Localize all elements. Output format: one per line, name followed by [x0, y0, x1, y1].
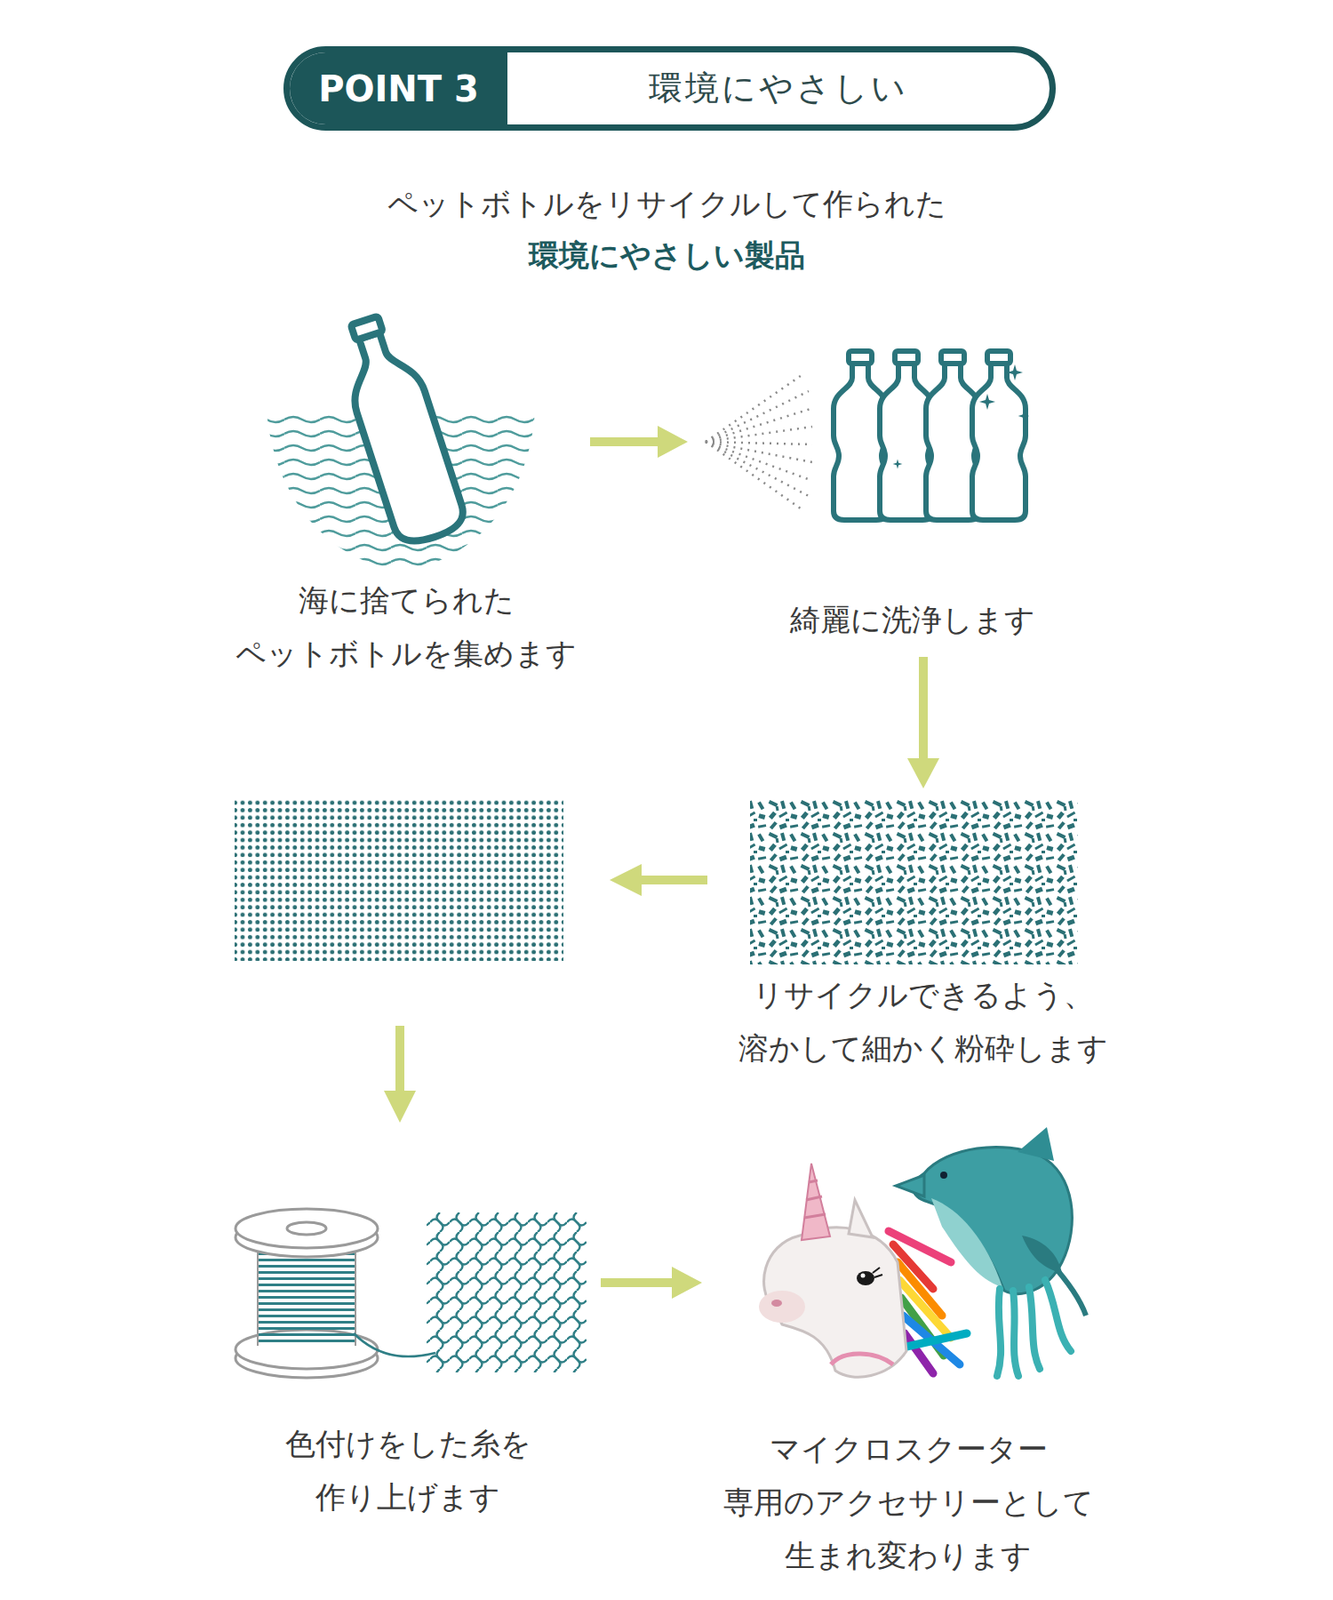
step-caption: リサイクルできるよう、 溶かして細かく粉砕します [727, 967, 1119, 1075]
intro-text: ペットボトルをリサイクルして作られた [0, 183, 1333, 224]
flow-arrow [590, 425, 688, 458]
process-step: マイクロスクーター 専用のアクセサリーとして 生まれ変わります [712, 1142, 1104, 1582]
process-step: 色付けをした糸を 作り上げます [236, 1208, 591, 1524]
arrow-shaft [600, 1277, 676, 1287]
process-step: 海に捨てられた ペットボトルを集めます [232, 328, 580, 680]
point-number: POINT 3 [289, 52, 508, 125]
process-step: リサイクルできるよう、 溶かして細かく粉砕します [727, 798, 1119, 1075]
arrow-head [657, 425, 688, 458]
step-caption: マイクロスクーター 専用のアクセサリーとして 生まれ変わります [712, 1421, 1104, 1582]
arrow-shaft [918, 656, 928, 762]
flow-arrow [907, 656, 940, 789]
arrow-shaft [590, 437, 662, 447]
step-caption: 海に捨てられた ペットボトルを集めます [232, 573, 580, 680]
header-title: 環境にやさしい [507, 52, 1050, 125]
step-caption: 色付けをした糸を 作り上げます [274, 1416, 542, 1524]
intro-text: 環境にやさしい製品 [0, 234, 1333, 276]
arrow-head [671, 1266, 703, 1299]
process-step: 綺麗に洗浄します [698, 346, 1046, 647]
step-caption: 綺麗に洗浄します [779, 592, 1046, 647]
flow-arrow [600, 1266, 703, 1299]
arrow-head [907, 758, 940, 789]
header-pill: POINT 3環境にやさしい [283, 46, 1056, 131]
